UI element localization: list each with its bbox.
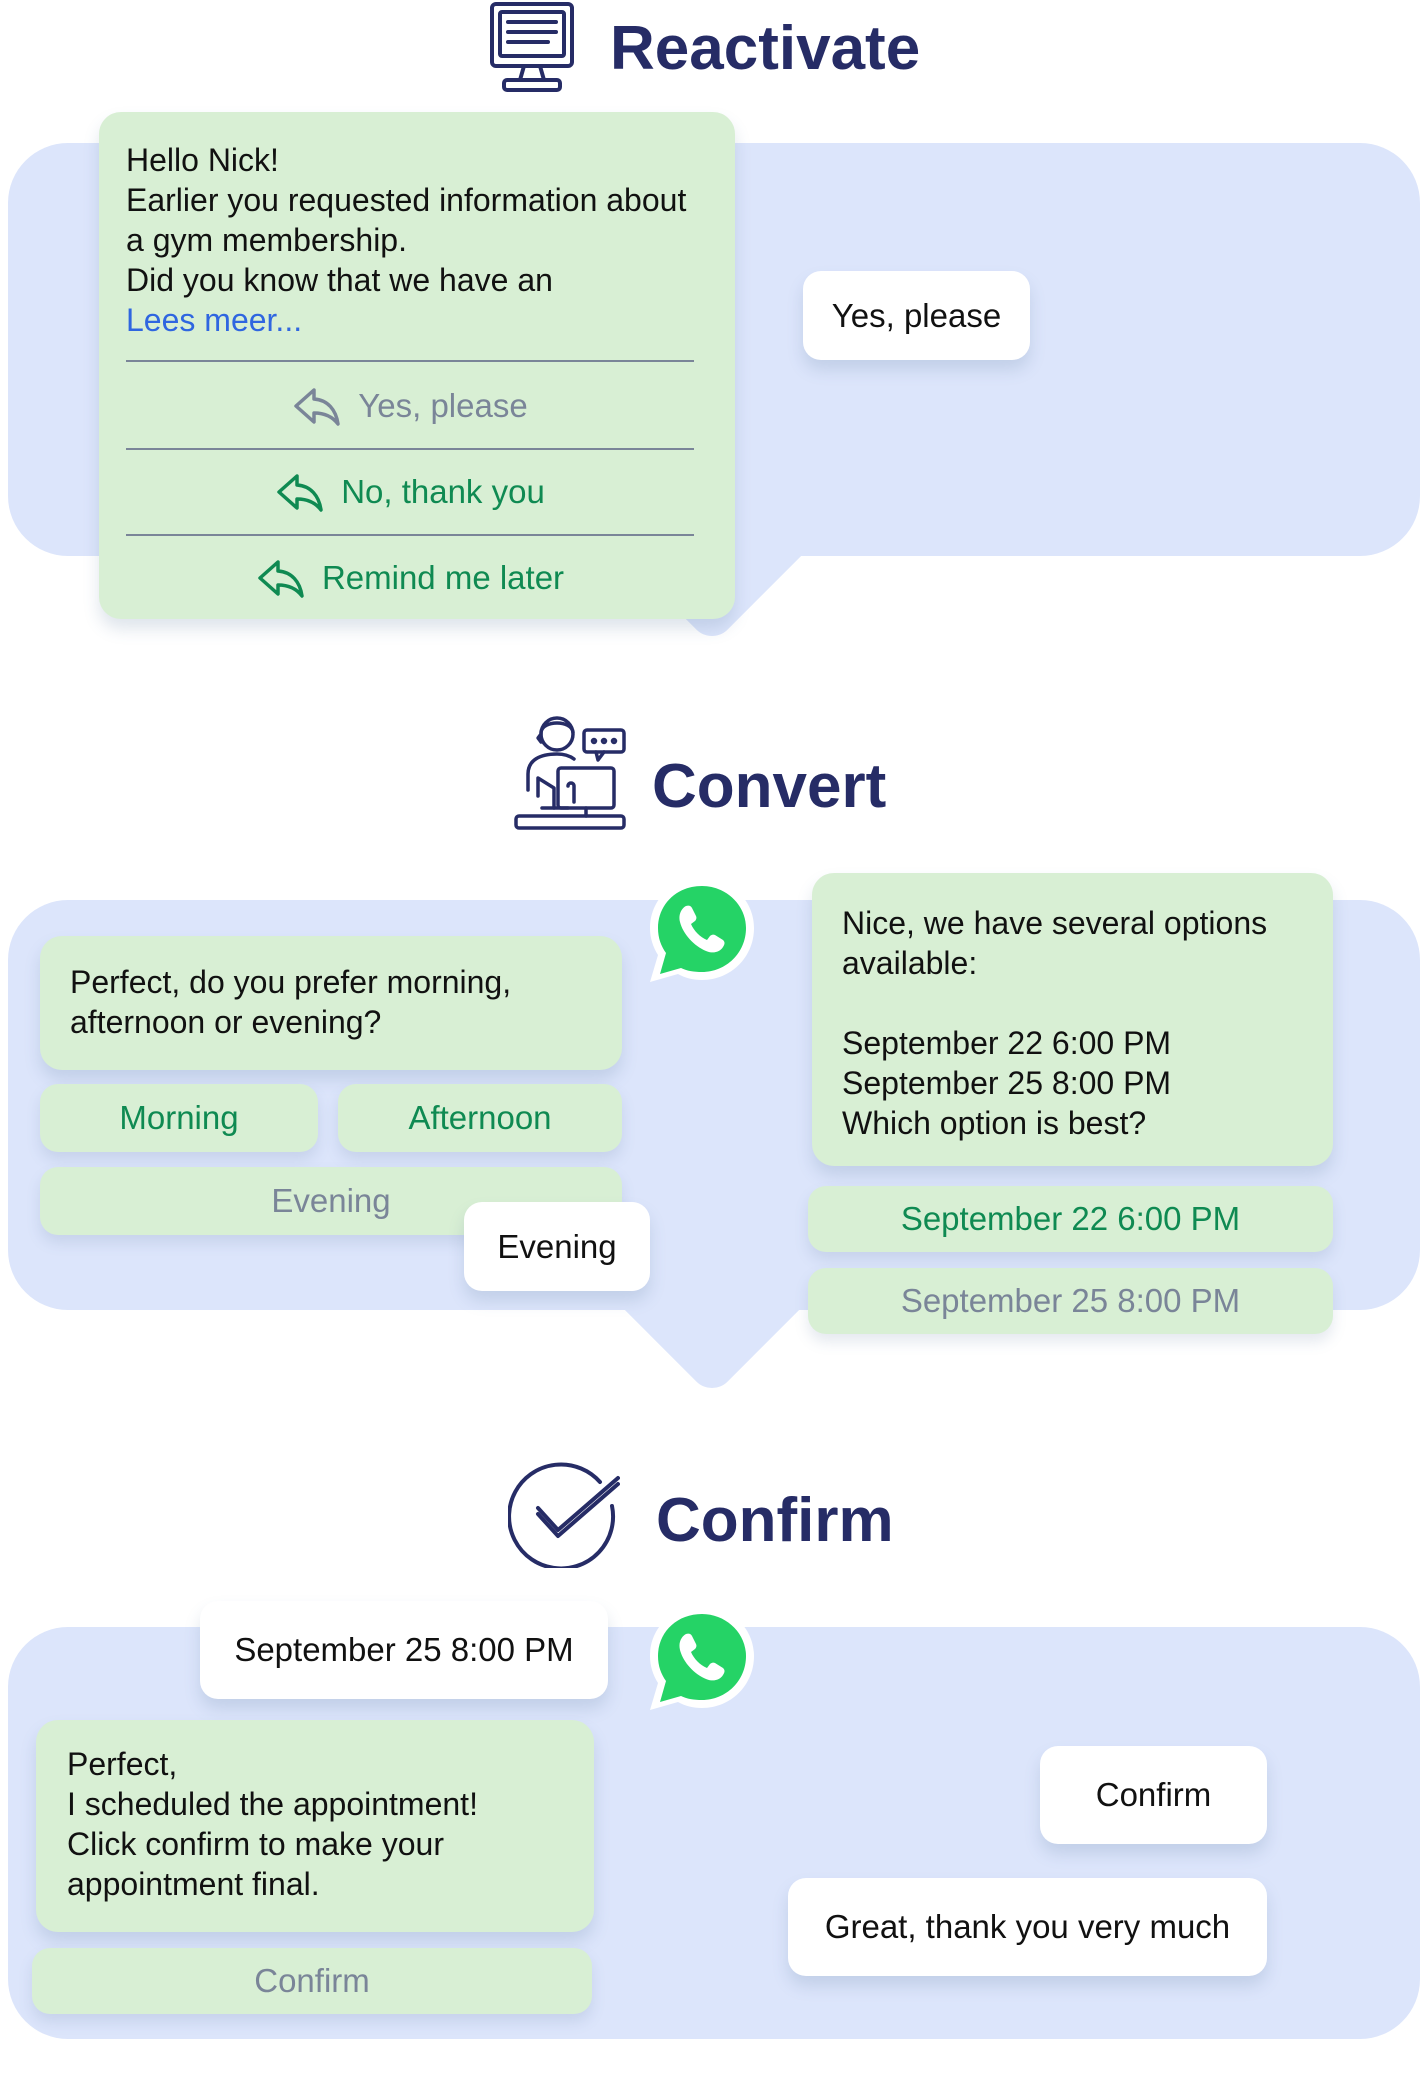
- reply-label: Remind me later: [321, 559, 565, 596]
- divider: [126, 534, 694, 536]
- reply-arrow-icon: [258, 560, 304, 598]
- convert-offer-text: Nice, we have several options available:…: [842, 905, 1268, 1141]
- reply-label: Yes, please: [358, 387, 528, 424]
- slot-september-22-button[interactable]: September 22 6:00 PM: [808, 1186, 1333, 1252]
- reactivate-message-bubble: Hello Nick! Earlier you requested inform…: [99, 112, 735, 619]
- section-title-confirm: Confirm: [656, 1486, 894, 1555]
- convert-question-text: Perfect, do you prefer morning, afternoo…: [70, 964, 512, 1040]
- section-title-convert: Convert: [652, 752, 887, 821]
- reply-button-no[interactable]: No, thank you: [126, 450, 694, 534]
- reply-button-yes[interactable]: Yes, please: [126, 364, 694, 448]
- read-more-link[interactable]: Lees meer...: [126, 302, 303, 338]
- option-morning-button[interactable]: Morning: [40, 1084, 318, 1152]
- convert-question-bubble: Perfect, do you prefer morning, afternoo…: [40, 936, 622, 1070]
- confirm-message-text: Perfect, I scheduled the appointment! Cl…: [67, 1746, 478, 1902]
- reply-button-remind[interactable]: Remind me later: [126, 536, 694, 620]
- reply-label: No, thank you: [341, 473, 545, 510]
- reply-arrow-icon: [277, 474, 323, 512]
- whatsapp-icon: [642, 872, 762, 992]
- support-agent-icon: [512, 712, 628, 832]
- option-afternoon-button[interactable]: Afternoon: [338, 1084, 622, 1152]
- checkmark-circle-icon: [507, 1456, 620, 1571]
- slot-september-25-button[interactable]: September 25 8:00 PM: [808, 1268, 1333, 1334]
- convert-offer-bubble: Nice, we have several options available:…: [812, 873, 1333, 1166]
- divider: [126, 448, 694, 450]
- reactivate-message-text: Hello Nick! Earlier you requested inform…: [126, 142, 687, 298]
- reply-arrow-icon: [294, 388, 341, 426]
- computer-terminal-icon: [484, 0, 580, 96]
- user-reply-bubble: Yes, please: [803, 271, 1030, 360]
- section-title-reactivate: Reactivate: [610, 14, 921, 83]
- user-reply-bubble: Evening: [464, 1202, 650, 1291]
- divider: [126, 360, 694, 362]
- confirm-message-bubble: Perfect, I scheduled the appointment! Cl…: [36, 1720, 594, 1932]
- whatsapp-icon: [642, 1600, 762, 1720]
- confirm-button[interactable]: Confirm: [32, 1948, 592, 2014]
- user-choice-bubble: September 25 8:00 PM: [200, 1601, 608, 1699]
- user-confirm-bubble: Confirm: [1040, 1746, 1267, 1844]
- user-thanks-bubble: Great, thank you very much: [788, 1878, 1267, 1976]
